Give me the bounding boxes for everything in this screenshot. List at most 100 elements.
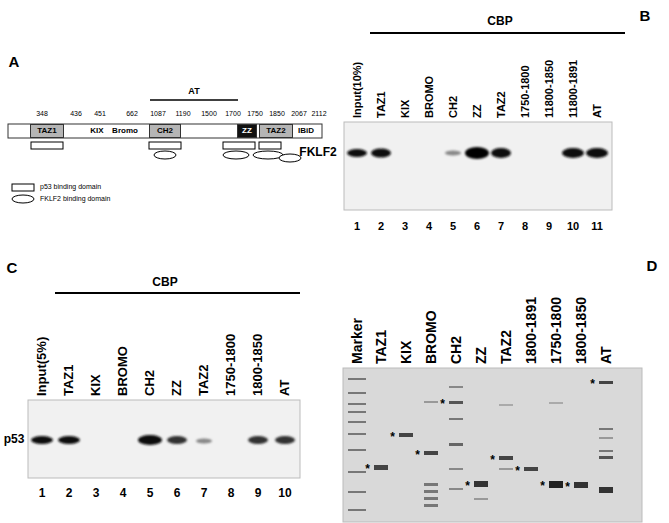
- residue-number: 662: [126, 110, 138, 118]
- at-bracket: [150, 99, 238, 101]
- p53-binding-mark: [223, 142, 255, 149]
- blot-membrane: [28, 400, 300, 478]
- lane-number: 4: [426, 220, 432, 233]
- band-marker: *: [415, 449, 420, 463]
- gel-band: [348, 403, 366, 405]
- gel-band: [524, 467, 538, 471]
- band-marker: *: [540, 480, 545, 494]
- lane-label: TAZ1: [375, 91, 388, 118]
- fklf2-binding-mark: [154, 151, 301, 162]
- lane-label: BROMO: [423, 310, 439, 364]
- band-marker: *: [590, 378, 595, 392]
- p53-binding-mark: [31, 142, 281, 149]
- lane-label: Input(5%): [35, 337, 50, 396]
- blot-band: [167, 436, 187, 444]
- lane-label: BROMO: [116, 346, 131, 396]
- gel-band: [348, 378, 613, 511]
- lane-number: 4: [120, 487, 127, 501]
- blot-band: [491, 148, 511, 158]
- gel-band: [449, 386, 463, 388]
- at-bracket: [150, 100, 238, 101]
- blot-label: p53: [4, 433, 25, 447]
- panel-letter: A: [9, 53, 20, 70]
- lane-number: 5: [450, 220, 456, 233]
- legend-shape: [12, 195, 34, 203]
- lane-label: ZZ: [473, 347, 489, 364]
- lane-number: 10: [567, 220, 579, 233]
- domain-box: TAZ2: [259, 124, 293, 138]
- domain-name: TAZ2: [266, 127, 285, 135]
- lane-number: 7: [201, 487, 208, 501]
- gel-band: [574, 482, 588, 488]
- lane-label: 11800-1850: [543, 60, 556, 118]
- lane-label: TAZ2: [197, 364, 212, 396]
- gel-band: [599, 437, 613, 439]
- legend-shape: [12, 184, 34, 191]
- legend-text: p53 binding domain: [40, 183, 101, 191]
- lane-label: Marker: [349, 318, 365, 364]
- lane-label: KIX: [89, 374, 104, 396]
- blot-band: [275, 436, 295, 444]
- gel-band: [424, 451, 438, 455]
- lane-label: CH2: [448, 336, 464, 364]
- panel-letter: C: [7, 259, 18, 276]
- lane-number: 1: [39, 487, 46, 501]
- gel-band: [348, 509, 366, 511]
- cbp-line: [55, 292, 300, 294]
- gel-band: [599, 428, 613, 430]
- blot-band: [248, 436, 268, 444]
- p53-binding-mark: [259, 142, 281, 149]
- gel-band: [348, 378, 366, 380]
- band-marker: *: [515, 465, 520, 479]
- blot-band: [586, 148, 608, 158]
- lane-number: 6: [174, 487, 181, 501]
- lane-label: BROMO: [423, 76, 436, 118]
- blot-band: [465, 147, 489, 159]
- legend-shape: [12, 184, 34, 203]
- residue-number: 1087: [150, 110, 166, 118]
- lane-number: 3: [93, 487, 100, 501]
- blot-band: [371, 149, 391, 158]
- gel-band: [449, 488, 463, 490]
- lane-number: 10: [278, 487, 291, 501]
- gel-band: [348, 411, 366, 413]
- domain-box: CH2: [149, 124, 181, 138]
- lane-label: TAZ2: [498, 330, 514, 364]
- lane-number: 6: [474, 220, 480, 233]
- residue-number: 1500: [201, 110, 217, 118]
- domain-label: IBiD: [298, 126, 314, 135]
- domain-name: ZZ: [242, 127, 252, 135]
- lane-label: 1750-1800: [519, 65, 532, 118]
- lane-label: AT: [278, 380, 293, 396]
- legend-text: FKLF2 binding domain: [40, 195, 110, 203]
- residue-number: 1750: [247, 110, 263, 118]
- gel-band: [348, 449, 366, 451]
- domain-label: Bromo: [112, 126, 138, 135]
- fklf2-binding-mark: [279, 154, 301, 162]
- fklf2-binding-mark: [223, 151, 249, 159]
- gel-band: [424, 401, 438, 403]
- lane-label: KIX: [399, 100, 412, 118]
- gel-band: [348, 392, 366, 394]
- residue-number: 1190: [175, 110, 190, 118]
- residue-number: 436: [70, 110, 82, 118]
- residue-number: 1700: [225, 110, 241, 118]
- fklf2-binding-mark: [154, 151, 176, 159]
- gel-band: [449, 418, 463, 420]
- residue-number: 2112: [311, 110, 326, 118]
- band-marker: *: [565, 481, 570, 495]
- gel-band: [424, 483, 438, 486]
- p53-binding-mark: [31, 142, 63, 149]
- lane-label: 1800-1850: [573, 297, 589, 364]
- group-header: CBP: [487, 15, 512, 29]
- lane-label: TAZ1: [62, 364, 77, 396]
- cbp-line: [55, 293, 300, 294]
- blot-band: [31, 435, 295, 445]
- gel-band: [499, 456, 513, 460]
- lane-label: 1800-1891: [523, 297, 539, 364]
- gel: [343, 368, 642, 522]
- cbp-line: [370, 33, 625, 34]
- gel-band: [474, 498, 488, 500]
- lane-label: TAZ1: [373, 330, 389, 364]
